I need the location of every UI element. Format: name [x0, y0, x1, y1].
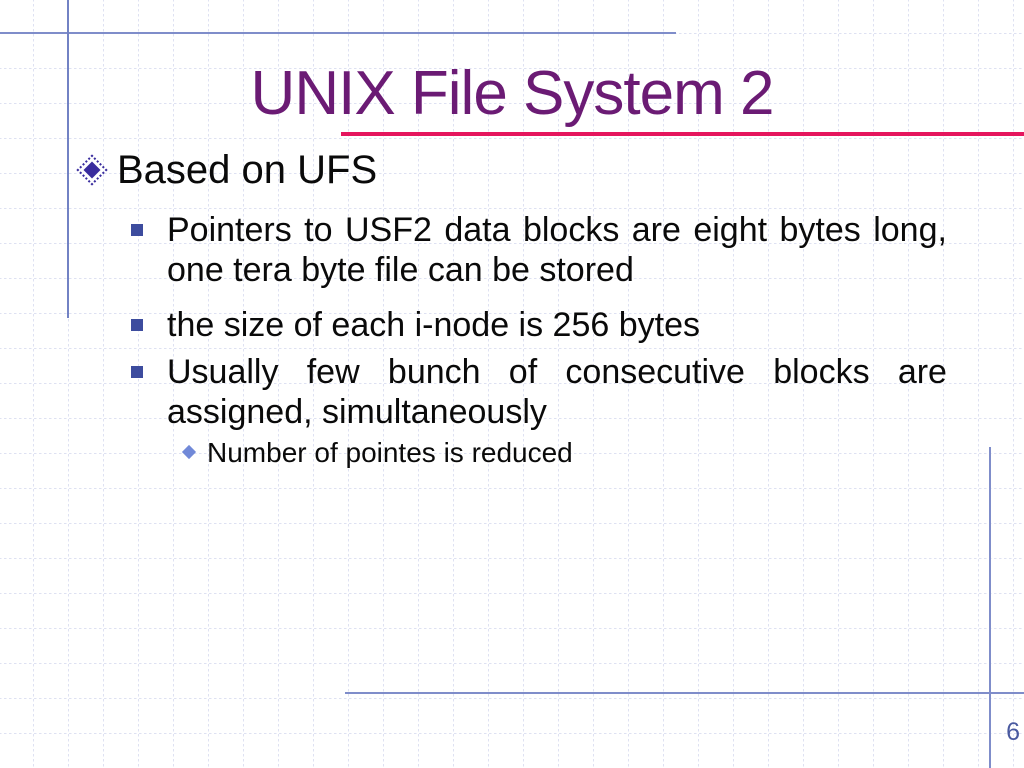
accent-line-top: [0, 32, 676, 34]
page-number: 6: [1006, 718, 1020, 746]
square-bullet-icon: [131, 319, 143, 331]
slide-title: UNIX File System 2: [250, 59, 775, 128]
accent-line-left: [67, 0, 69, 318]
square-bullet-icon: [131, 366, 143, 378]
bullet-text-line: one tera byte file can be stored: [167, 251, 634, 289]
bullet-item-inode-size: the size of each i-node is 256 bytes: [131, 305, 947, 345]
square-bullet-icon: [131, 224, 143, 236]
title-underline: [341, 132, 1024, 136]
bullet-text: Number of pointes is reduced: [207, 437, 573, 468]
accent-line-right: [989, 447, 991, 768]
bullet-text-line: the size of each i-node is 256 bytes: [167, 306, 700, 344]
accent-line-bottom: [345, 692, 1024, 694]
bullet-text-line: assigned, simultaneously: [167, 393, 547, 431]
bullet-text: Based on UFS: [117, 148, 378, 192]
